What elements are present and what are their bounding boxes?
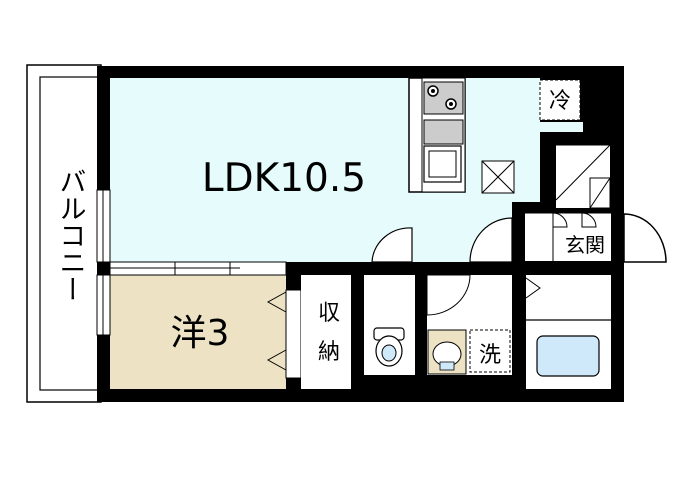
stove-icon — [423, 81, 464, 115]
ldk-doors — [371, 217, 513, 263]
washroom: 洗 — [426, 274, 512, 375]
toilet-room — [364, 275, 415, 375]
western-room: 洋3 — [110, 275, 286, 389]
fridge-label: 冷 — [549, 89, 571, 114]
balcony-windows — [96, 189, 111, 336]
entrance: 玄関 — [525, 212, 611, 261]
storage-label-bottom: 納 — [318, 340, 340, 365]
washbasin-icon — [427, 329, 467, 375]
sink-icon — [423, 145, 462, 183]
washroom-label: 洗 — [479, 343, 501, 368]
bathroom — [525, 275, 611, 389]
toilet-icon — [373, 327, 405, 367]
kitchen — [408, 77, 466, 193]
storage-label-top: 収 — [318, 301, 340, 326]
storage-room: 収 納 — [301, 275, 351, 389]
toilet-door — [364, 275, 415, 289]
sliding-door — [109, 261, 287, 276]
balcony: バルコニー — [26, 64, 102, 403]
shoe-cabinet — [555, 144, 611, 209]
fridge-space: 冷 — [539, 79, 581, 121]
closet-box-icon — [481, 160, 515, 194]
balcony-label: バルコニー — [55, 168, 86, 303]
ldk-label: LDK10.5 — [202, 156, 366, 201]
western-room-label: 洋3 — [171, 313, 230, 354]
front-door — [611, 213, 667, 263]
entrance-label: 玄関 — [565, 233, 605, 257]
